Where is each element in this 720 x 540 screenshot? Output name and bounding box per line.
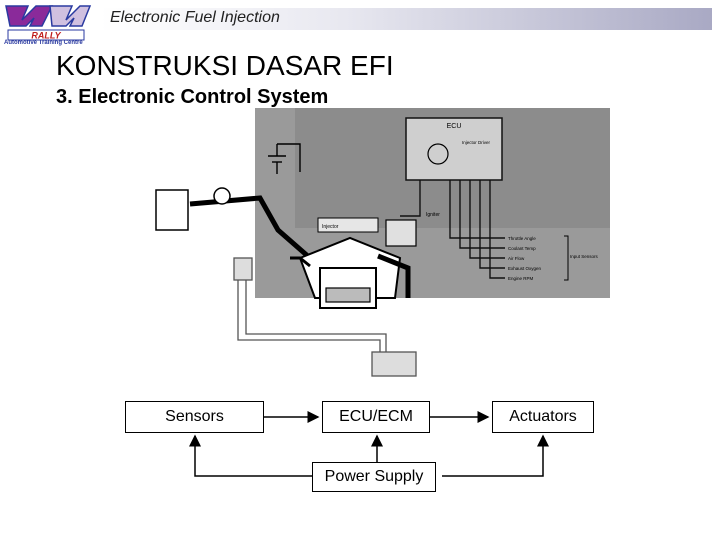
signal-label: Throttle Angle	[508, 236, 536, 241]
signal-label: Coolant Temp	[508, 246, 536, 251]
injector-body	[317, 217, 379, 233]
exhaust-pipe	[377, 253, 411, 298]
sensors-box: Sensors	[125, 401, 264, 433]
transistor-symbol	[427, 143, 449, 165]
ecu-ecm-box: ECU/ECM	[322, 401, 430, 433]
efi-schematic-illustration: ECU Injector Driver Throttle Angle Coola…	[155, 108, 610, 377]
igniter-coil	[385, 219, 417, 247]
arrow-power-to-sensors	[189, 434, 312, 477]
air-cleaner	[155, 189, 189, 231]
slide-subtitle: 3. Electronic Control System	[56, 86, 329, 108]
ecu-label: ECU	[447, 123, 462, 130]
injector-label: Injector	[322, 224, 339, 230]
signal-wires	[400, 180, 505, 279]
logo-tagline: Automotive Training Centre	[4, 40, 83, 46]
igniter-label: Igniter	[426, 212, 440, 218]
arrow-power-to-actuators	[442, 434, 549, 477]
ecu-box	[405, 117, 503, 181]
rally-logo: RALLY	[5, 5, 92, 41]
input-group-label: Input Sensors	[570, 254, 599, 259]
signal-label: Exhaust Oxygen	[508, 266, 542, 271]
signal-label: Air Flow	[508, 256, 525, 261]
power-supply-box: Power Supply	[312, 462, 436, 492]
actuators-box: Actuators	[492, 401, 594, 433]
air-flow-meter	[213, 187, 231, 205]
logo-brand: RALLY	[31, 31, 61, 41]
slide-title: KONSTRUKSI DASAR EFI	[56, 50, 394, 81]
battery-symbol	[268, 143, 301, 174]
fuel-lines	[233, 257, 417, 377]
header-title: Electronic Fuel Injection	[110, 9, 280, 26]
piston	[325, 287, 371, 303]
driver-label: Injector Driver	[462, 140, 491, 145]
signal-label: Engine RPM	[508, 276, 534, 281]
header-band	[100, 8, 712, 30]
